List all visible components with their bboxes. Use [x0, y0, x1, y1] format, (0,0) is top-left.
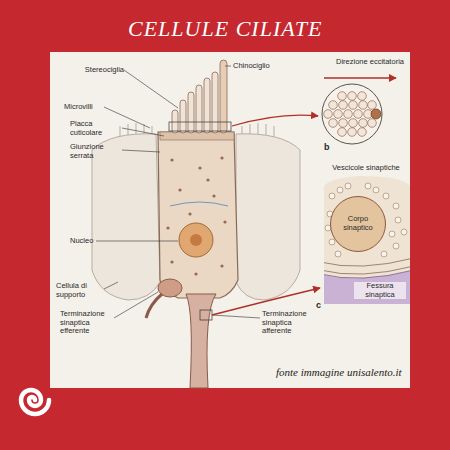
part-label: Microvilli [64, 103, 104, 112]
supporting-cells [92, 123, 300, 300]
part-label: Cellula di supporto [56, 282, 102, 299]
part-label: Placca cuticolare [70, 120, 120, 137]
part-label: Chinociglio [233, 62, 283, 71]
logo-spiral [21, 390, 49, 414]
part-label: Terminazione sinaptica afferente [262, 310, 314, 336]
direction-label: Direzione eccitatoria [330, 58, 410, 67]
detail-box [200, 310, 212, 320]
part-label: Vescicole sinaptiche [326, 164, 406, 173]
part-label: Giunzione serrata [70, 143, 120, 160]
node-text: Corpo sinaptico [336, 215, 380, 232]
panel-letter: b [324, 142, 334, 152]
synapse-detail [320, 174, 414, 308]
title: CELLULE CILIATE [128, 16, 323, 41]
part-label: Stereociglia [68, 66, 124, 75]
source-caption: fonte immagine unisalento.it [276, 366, 402, 379]
part-label: Terminazione sinaptica efferente [60, 310, 112, 336]
nerve-terminals [146, 279, 216, 388]
panel [50, 52, 410, 388]
panel-letter: c [316, 300, 326, 310]
synaptic-body: Corpo sinaptico [330, 196, 386, 252]
leader-lines [96, 66, 260, 318]
bundle-cross-section [322, 84, 382, 144]
part-label: Nucleo [70, 237, 96, 246]
hair-cell [158, 132, 238, 298]
part-label: Fessura sinaptica [354, 282, 406, 299]
detail-box [169, 122, 231, 131]
